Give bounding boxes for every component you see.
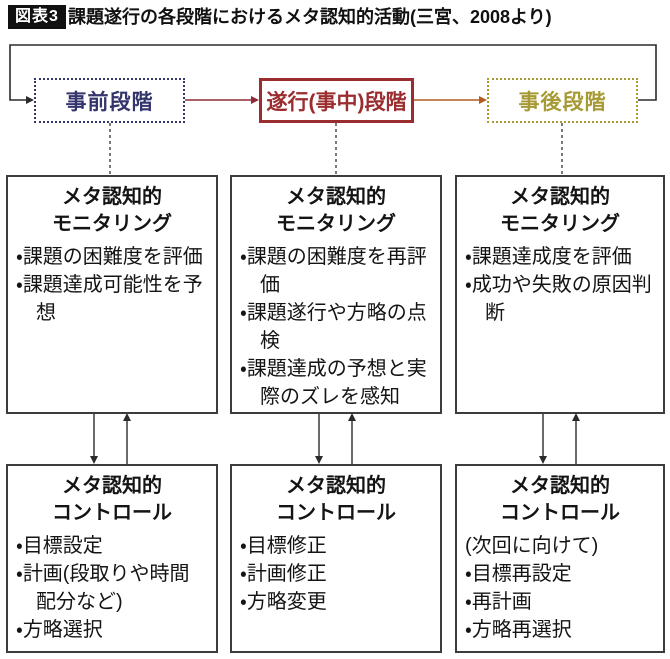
figure-title: 課題遂行の各段階におけるメタ認知的活動(三宮、2008より): [68, 7, 552, 27]
control-title: メタ認知的 コントロール: [500, 475, 620, 524]
up-arrowhead-col3-icon: [572, 413, 580, 421]
monitoring-title: メタ認知的 モニタリング: [500, 186, 620, 235]
list-item: 目標修正: [240, 532, 432, 560]
figure-label-badge: 図表3: [8, 5, 66, 29]
list-item: 成功や失敗の原因判断: [465, 271, 655, 327]
control-box-pre: メタ認知的 コントロール 目標設定 計画(段取りや時間配分など) 方略選択: [6, 464, 218, 653]
list-item: 方略選択: [16, 616, 208, 644]
monitoring-list: 課題の困難度を評価 課題達成可能性を予想: [8, 243, 216, 327]
control-list: 目標設定 計画(段取りや時間配分など) 方略選択: [8, 532, 216, 644]
down-arrowhead-col3-icon: [539, 456, 547, 464]
control-note: (次回に向けて): [465, 535, 599, 557]
monitoring-title: メタ認知的 モニタリング: [52, 186, 172, 235]
list-item: 方略変更: [240, 588, 432, 616]
stage-box-post: 事後段階: [487, 78, 638, 123]
control-list: (次回に向けて) 目標再設定 再計画 方略再選択: [457, 532, 663, 644]
feedback-loop-arrowhead-icon: [26, 96, 34, 104]
list-item: 課題の困難度を再評価: [240, 243, 432, 299]
down-arrowhead-col2-icon: [315, 456, 323, 464]
arrow-during-to-post-head-icon: [479, 96, 487, 104]
stage-label-post: 事後段階: [518, 90, 607, 114]
down-arrowhead-col1-icon: [90, 456, 98, 464]
control-box-post: メタ認知的 コントロール (次回に向けて) 目標再設定 再計画 方略再選択: [455, 464, 665, 653]
list-item: 課題の困難度を評価: [16, 243, 208, 271]
control-title: メタ認知的 コントロール: [276, 475, 396, 524]
stage-box-pre: 事前段階: [34, 78, 185, 123]
monitoring-title: メタ認知的 モニタリング: [276, 186, 396, 235]
monitoring-box-post: メタ認知的 モニタリング 課題達成度を評価 成功や失敗の原因判断: [455, 175, 665, 414]
list-item: 目標設定: [16, 532, 208, 560]
list-item: 計画(段取りや時間配分など): [16, 560, 208, 616]
list-item: 課題達成可能性を予想: [16, 271, 208, 327]
control-box-during: メタ認知的 コントロール 目標修正 計画修正 方略変更: [230, 464, 442, 653]
list-item: 課題遂行や方略の点検: [240, 299, 432, 355]
stage-label-during: 遂行(事中)段階: [266, 90, 407, 114]
monitoring-box-during: メタ認知的 モニタリング 課題の困難度を再評価 課題遂行や方略の点検 課題達成の…: [230, 175, 442, 414]
monitoring-list: 課題の困難度を再評価 課題遂行や方略の点検 課題達成の予想と実際のズレを感知: [232, 243, 440, 411]
up-arrowhead-col1-icon: [123, 413, 131, 421]
list-item: 課題達成度を評価: [465, 243, 655, 271]
stage-box-during: 遂行(事中)段階: [259, 78, 414, 123]
stage-label-pre: 事前段階: [65, 90, 154, 114]
list-item: 課題達成の予想と実際のズレを感知: [240, 355, 432, 411]
control-title: メタ認知的 コントロール: [52, 475, 172, 524]
up-arrowhead-col2-icon: [348, 413, 356, 421]
monitoring-box-pre: メタ認知的 モニタリング 課題の困難度を評価 課題達成可能性を予想: [6, 175, 218, 414]
list-item: 方略再選択: [465, 616, 655, 644]
list-item: 再計画: [465, 588, 655, 616]
monitoring-list: 課題達成度を評価 成功や失敗の原因判断: [457, 243, 663, 327]
list-item: 計画修正: [240, 560, 432, 588]
arrow-pre-to-during-head-icon: [251, 96, 259, 104]
list-item: 目標再設定: [465, 560, 655, 588]
control-list: 目標修正 計画修正 方略変更: [232, 532, 440, 616]
